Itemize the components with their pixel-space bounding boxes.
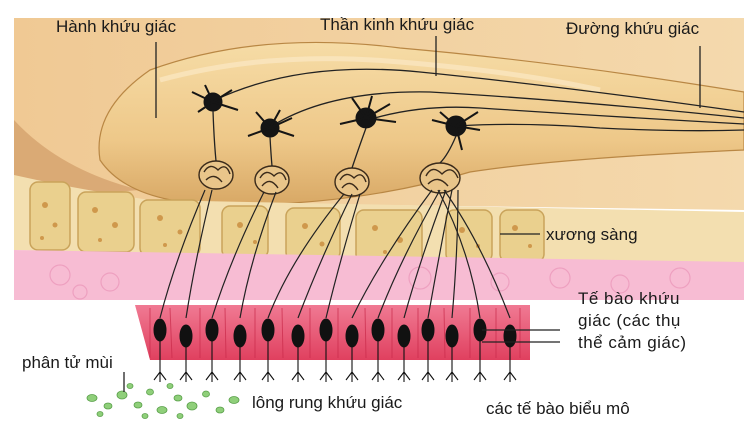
label-cribriform-bone: xương sàng — [546, 224, 638, 246]
label-olfactory-cilia: lông rung khứu giác — [252, 392, 402, 414]
odor-molecules — [87, 384, 239, 419]
label-olfactory-tract: Đường khứu giác — [566, 18, 699, 40]
label-olfactory-nerve: Thần kinh khứu giác — [320, 14, 474, 36]
glomerulus — [335, 168, 369, 196]
glomerulus — [199, 161, 233, 189]
label-olfactory-bulb: Hành khứu giác — [56, 16, 176, 38]
glomerulus — [420, 163, 460, 193]
epithelium-layer — [135, 305, 530, 360]
label-epithelial-cells: các tế bào biểu mô — [486, 398, 630, 420]
label-receptor-cells: Tế bào khứu giác (các thụ thể cảm giác) — [578, 288, 687, 354]
glomerulus — [255, 166, 289, 194]
label-odor-molecules: phân tử mùi — [22, 352, 113, 374]
